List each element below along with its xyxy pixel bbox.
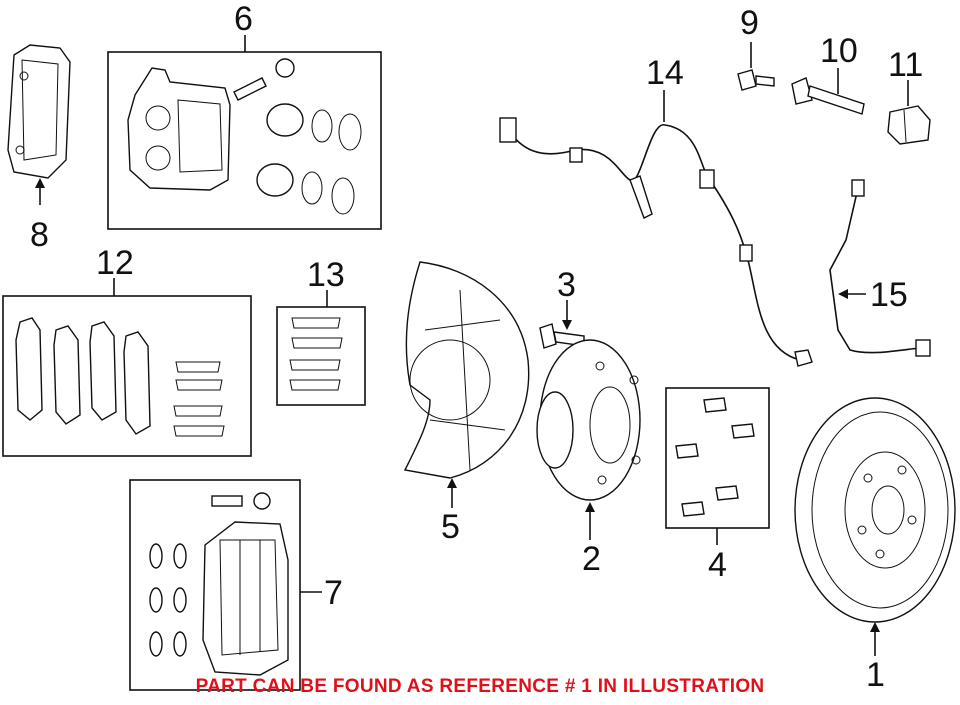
piston-seals [149, 543, 187, 657]
callout-12: 12 [96, 244, 134, 282]
callout-5: 5 [441, 508, 460, 546]
part-2-hub-bearing [536, 339, 641, 540]
callout-13: 13 [307, 256, 345, 294]
callout-7: 7 [324, 574, 343, 612]
part-6-caliper-kit [107, 35, 382, 230]
callout-14: 14 [646, 54, 684, 92]
part-11-bushing [887, 80, 931, 145]
part-5-dust-shield [403, 261, 530, 508]
hardware-clips [173, 361, 225, 437]
part-12-pad-set [2, 278, 252, 457]
part-15-brake-hose [829, 179, 931, 357]
part-13-hardware-kit [276, 290, 366, 406]
reference-notice: PART CAN BE FOUND AS REFERENCE # 1 IN IL… [195, 676, 765, 697]
callout-6: 6 [234, 0, 253, 38]
part-8-brake-pad [7, 44, 71, 205]
part-7-caliper-assembly [129, 479, 322, 691]
callout-4: 4 [708, 546, 727, 584]
callout-11: 11 [888, 46, 924, 84]
part-9-bolt [737, 42, 775, 91]
callout-2: 2 [582, 540, 601, 578]
part-1-brake-rotor [794, 397, 956, 656]
callout-10: 10 [820, 32, 858, 70]
part-10-guide-pin [791, 68, 865, 115]
callout-1: 1 [866, 656, 885, 694]
part-14-abs-sensor [499, 90, 813, 367]
callout-8: 8 [30, 216, 49, 254]
callout-9: 9 [740, 4, 759, 42]
callout-3: 3 [557, 266, 576, 304]
part-3-bolt [539, 300, 585, 349]
part-4-wheel-studs [665, 387, 770, 545]
callout-15: 15 [870, 276, 908, 314]
